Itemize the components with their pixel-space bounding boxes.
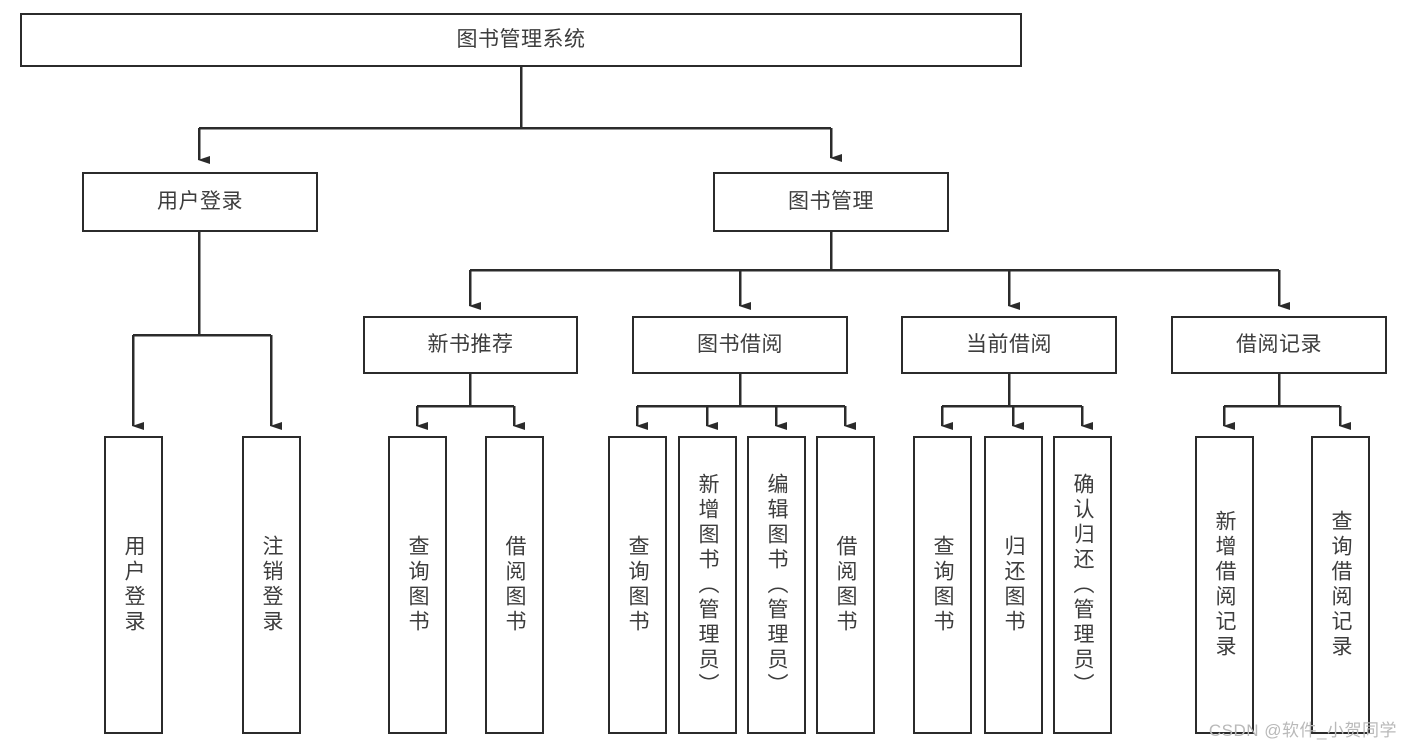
node-new-book-recommend[interactable]: 新书推荐: [363, 316, 578, 374]
node-leaf-confirm-return-label: 确认归还（管理员）: [1071, 472, 1094, 698]
node-root[interactable]: 图书管理系统: [20, 13, 1022, 67]
node-leaf-query-book-3[interactable]: 查询图书: [913, 436, 972, 734]
node-borrow-record[interactable]: 借阅记录: [1171, 316, 1387, 374]
node-leaf-query-book-3-label: 查询图书: [931, 535, 954, 635]
node-leaf-return-book[interactable]: 归还图书: [984, 436, 1043, 734]
node-leaf-query-book-1[interactable]: 查询图书: [388, 436, 447, 734]
node-leaf-add-book[interactable]: 新增图书（管理员）: [678, 436, 737, 734]
node-root-label: 图书管理系统: [456, 28, 586, 52]
node-leaf-edit-book[interactable]: 编辑图书（管理员）: [747, 436, 806, 734]
node-leaf-query-record[interactable]: 查询借阅记录: [1311, 436, 1370, 734]
node-leaf-user-login[interactable]: 用户登录: [104, 436, 163, 734]
node-leaf-add-book-label: 新增图书（管理员）: [696, 472, 719, 698]
node-leaf-add-record[interactable]: 新增借阅记录: [1195, 436, 1254, 734]
node-book-management[interactable]: 图书管理: [713, 172, 949, 232]
node-user-login[interactable]: 用户登录: [82, 172, 318, 232]
node-leaf-add-record-label: 新增借阅记录: [1213, 510, 1236, 660]
node-leaf-logout-login-label: 注销登录: [260, 535, 283, 635]
node-leaf-borrow-book-1[interactable]: 借阅图书: [485, 436, 544, 734]
node-leaf-borrow-book-2-label: 借阅图书: [834, 535, 857, 635]
node-leaf-edit-book-label: 编辑图书（管理员）: [765, 472, 788, 698]
node-leaf-borrow-book-2[interactable]: 借阅图书: [816, 436, 875, 734]
node-user-login-label: 用户登录: [157, 190, 243, 214]
node-new-book-recommend-label: 新书推荐: [427, 333, 514, 357]
node-leaf-user-login-label: 用户登录: [122, 535, 145, 635]
node-leaf-return-book-label: 归还图书: [1002, 535, 1025, 635]
node-current-borrow[interactable]: 当前借阅: [901, 316, 1117, 374]
node-leaf-query-book-1-label: 查询图书: [406, 535, 429, 635]
node-book-borrow-label: 图书借阅: [697, 333, 783, 357]
node-leaf-query-book-2-label: 查询图书: [626, 535, 649, 635]
node-leaf-logout-login[interactable]: 注销登录: [242, 436, 301, 734]
node-book-management-label: 图书管理: [788, 190, 874, 214]
node-book-borrow[interactable]: 图书借阅: [632, 316, 848, 374]
node-current-borrow-label: 当前借阅: [966, 333, 1052, 357]
node-leaf-borrow-book-1-label: 借阅图书: [503, 535, 526, 635]
node-leaf-query-record-label: 查询借阅记录: [1329, 510, 1352, 660]
node-leaf-query-book-2[interactable]: 查询图书: [608, 436, 667, 734]
node-borrow-record-label: 借阅记录: [1236, 333, 1322, 357]
node-leaf-confirm-return[interactable]: 确认归还（管理员）: [1053, 436, 1112, 734]
